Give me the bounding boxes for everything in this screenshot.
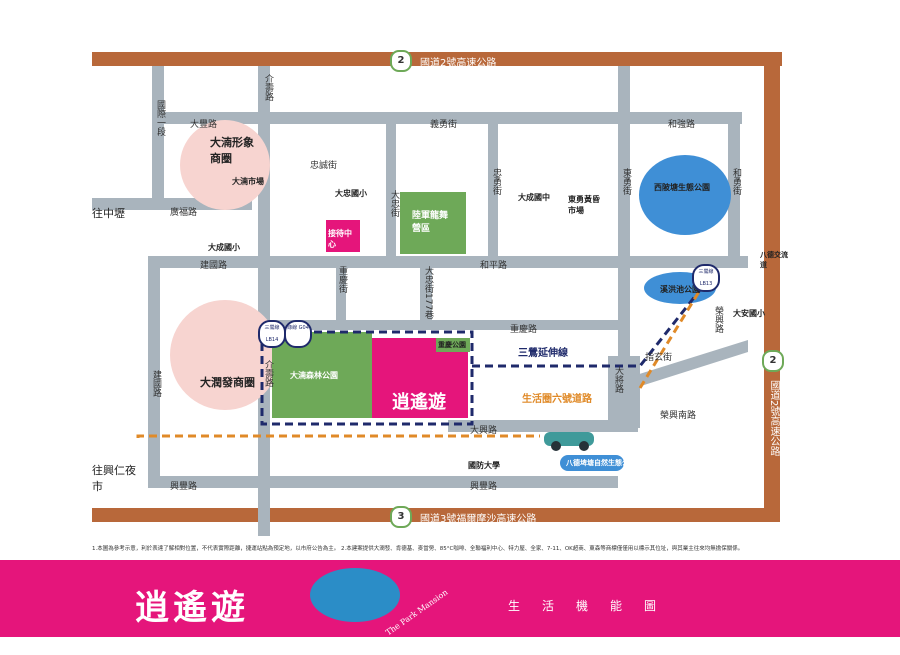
road-rongxing: 榮興路 — [713, 306, 723, 333]
highway-top-label: 國道2號高速公路 — [420, 58, 497, 69]
road-heping: 和平路 — [480, 261, 508, 271]
place-army-camp: 陸軍龍舞營區 — [412, 211, 449, 234]
road-dongyong: 東勇街 — [621, 168, 631, 195]
road-dajiang: 大將路 — [613, 366, 623, 393]
scooter-icon — [544, 432, 594, 451]
road-zhongcheng: 忠誠街 — [310, 161, 338, 171]
highway-bottom-label: 國道3號福爾摩沙高速公路 — [420, 514, 537, 525]
mrt-lb13: 三鶯線 LB13 — [692, 264, 720, 292]
place-daan-school: 大安國小 — [733, 309, 765, 318]
highway-right-badge: 2 — [762, 350, 784, 372]
road-chongqing-st: 重慶街 — [337, 266, 347, 293]
footer-disclaimer: 1.本圖為參考示意，利於表達了解相對位置，不代表實際距離，捷運站點為預定地，以市… — [92, 546, 744, 552]
place-bade-station: 八德交流道 — [760, 251, 788, 269]
route-sanying: 三鶯延伸線 — [518, 348, 568, 359]
area-blocks — [170, 120, 731, 471]
place-dazhong-school: 大忠國小 — [335, 189, 367, 198]
footer-band — [0, 560, 900, 637]
road-jieshou-top: 介壽路 — [263, 74, 273, 101]
road-ronghuan: 榮興南路 — [660, 411, 697, 421]
place-chongqing-park: 重慶公園 — [438, 341, 466, 349]
road-daxing: 大興路 — [470, 426, 498, 436]
place-xipo-park: 西陂塘生態公園 — [654, 183, 710, 192]
footer-subtitle: 生活機能圖 — [508, 599, 679, 613]
mrt-lb14: 三鶯線 LB14 — [258, 320, 286, 348]
highway-bottom-badge: 3 — [390, 506, 412, 528]
whale-logo-icon — [310, 568, 400, 622]
road-jianguo: 建國路 — [200, 261, 228, 271]
place-dahu-forest-park: 大湳森林公園 — [290, 371, 338, 380]
road-zhongyong: 忠勇街 — [491, 168, 501, 195]
road-heyong: 和勇街 — [731, 168, 741, 195]
place-dacheng-middle: 大成國中 — [518, 193, 550, 202]
direction-wangxing: 往興仁夜市 — [92, 464, 136, 493]
place-darun-mall: 大潤發商圈 — [200, 376, 255, 389]
route-lines — [136, 289, 702, 438]
road-zhiyi: 指玄街 — [645, 353, 673, 363]
road-yiyong: 義勇街 — [430, 120, 458, 130]
road-dazhong: 大忠街 — [389, 190, 399, 217]
place-east-yong-market: 東勇黃昏市場 — [568, 195, 600, 215]
highway-right-label: 國道2號高速公路 — [768, 380, 779, 457]
road-jianguo-left: 建國路 — [151, 370, 161, 397]
road-xingfeng: 興豐路 — [170, 482, 198, 492]
place-dazhi-mall: 大湳形象商圈 — [210, 136, 254, 165]
road-dafeng: 大豐路 — [190, 120, 218, 130]
road-guangfu: 廣福路 — [170, 208, 198, 218]
direction-wangzhong: 往中壢 — [92, 207, 125, 220]
place-yuhong-park: 溪洪池公園 — [660, 285, 700, 294]
route-road6: 生活圈六號道路 — [522, 394, 592, 405]
place-project: 逍遙遊 — [392, 392, 446, 413]
mrt-g04: 綠線 G04 — [284, 320, 312, 348]
road-guoji: 國際一段 — [155, 100, 165, 136]
highway-frame — [92, 52, 782, 522]
place-dazhi-market: 大湳市場 — [232, 177, 264, 186]
place-defense-univ: 國防大學 — [468, 461, 500, 470]
highway-top-badge: 2 — [390, 50, 412, 72]
road-dazhong-lane: 大忠街177巷 — [423, 266, 433, 320]
road-xingfeng-2: 興豐路 — [470, 482, 498, 492]
place-bade-pond-park: 八德埤塘自然生態公園 — [566, 459, 636, 467]
road-chongqing-rd: 重慶路 — [510, 325, 538, 335]
road-heqiang: 和強路 — [668, 120, 696, 130]
place-dacheng-elem: 大成國小 — [208, 243, 240, 252]
road-jieshou-mid: 介壽路 — [263, 360, 273, 387]
place-reception: 接待中心 — [328, 229, 352, 249]
footer-brand: 逍遙遊 — [135, 588, 249, 628]
